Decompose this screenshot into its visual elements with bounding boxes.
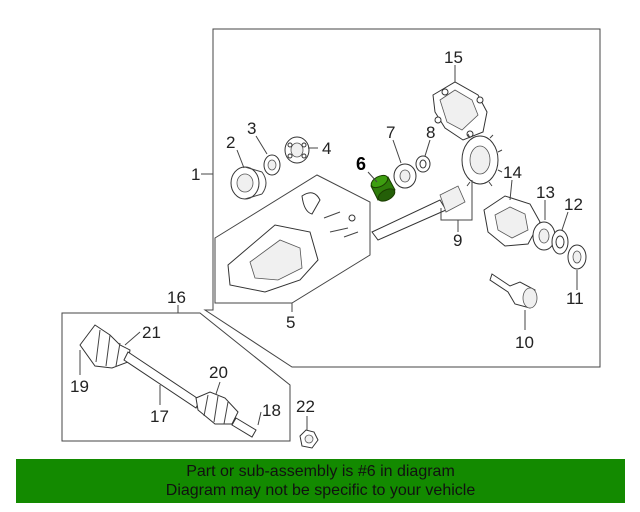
part-9-gear-set [371,133,503,241]
callout-8: 8 [426,123,435,142]
callout-19: 19 [70,377,89,396]
callout-1: 1 [191,165,200,184]
part-6-highlighted [370,174,396,202]
callout-11: 11 [566,289,584,308]
callout-12: 12 [564,195,583,214]
part-11-seal [567,244,587,270]
part-15-cover [432,81,488,141]
part-3-seal [263,154,281,176]
callout-2: 2 [226,133,235,152]
callout-17: 17 [150,407,169,426]
leader-lines [79,65,578,430]
callout-21: 21 [142,323,161,342]
callout-9: 9 [453,231,462,250]
part-4-bearing [284,136,310,164]
assembly-5-outline [214,174,371,304]
callout-13: 13 [536,183,555,202]
part-21-boot [79,324,131,369]
callout-numbers: 1 2 3 4 5 6 7 8 9 10 11 12 13 14 15 16 1… [70,48,584,426]
part-2-flange [230,166,267,200]
callout-10: 10 [515,333,534,352]
part-13-bearing [532,221,556,251]
banner-line-2: Diagram may not be specific to your vehi… [165,482,476,499]
callout-18: 18 [262,401,281,420]
assembly-1-outline [203,28,601,368]
part-14-diff-case [483,195,541,247]
callout-3: 3 [247,119,256,138]
part-7-bearing [393,163,417,189]
info-banner: Part or sub-assembly is #6 in diagram Di… [16,459,625,503]
part-5-housing [227,192,359,293]
callout-15: 15 [444,48,463,67]
callout-4: 4 [322,139,331,158]
callout-5: 5 [286,313,295,332]
callout-7: 7 [386,123,395,142]
callout-16: 16 [167,288,186,307]
part-20-outer-boot [195,391,239,425]
part-8-washer [415,155,431,173]
callout-6: 6 [356,154,366,174]
banner-line-1: Part or sub-assembly is #6 in diagram [186,463,455,480]
part-12-seal [551,229,569,255]
part-10-stub-shaft [489,273,538,309]
callout-20: 20 [209,363,228,382]
callout-14: 14 [503,163,522,182]
part-18-stub [231,417,257,438]
callout-22: 22 [296,397,315,416]
part-17-shaft [123,351,201,409]
assembly-16-outline [61,312,291,442]
part-22-nut [299,429,319,449]
